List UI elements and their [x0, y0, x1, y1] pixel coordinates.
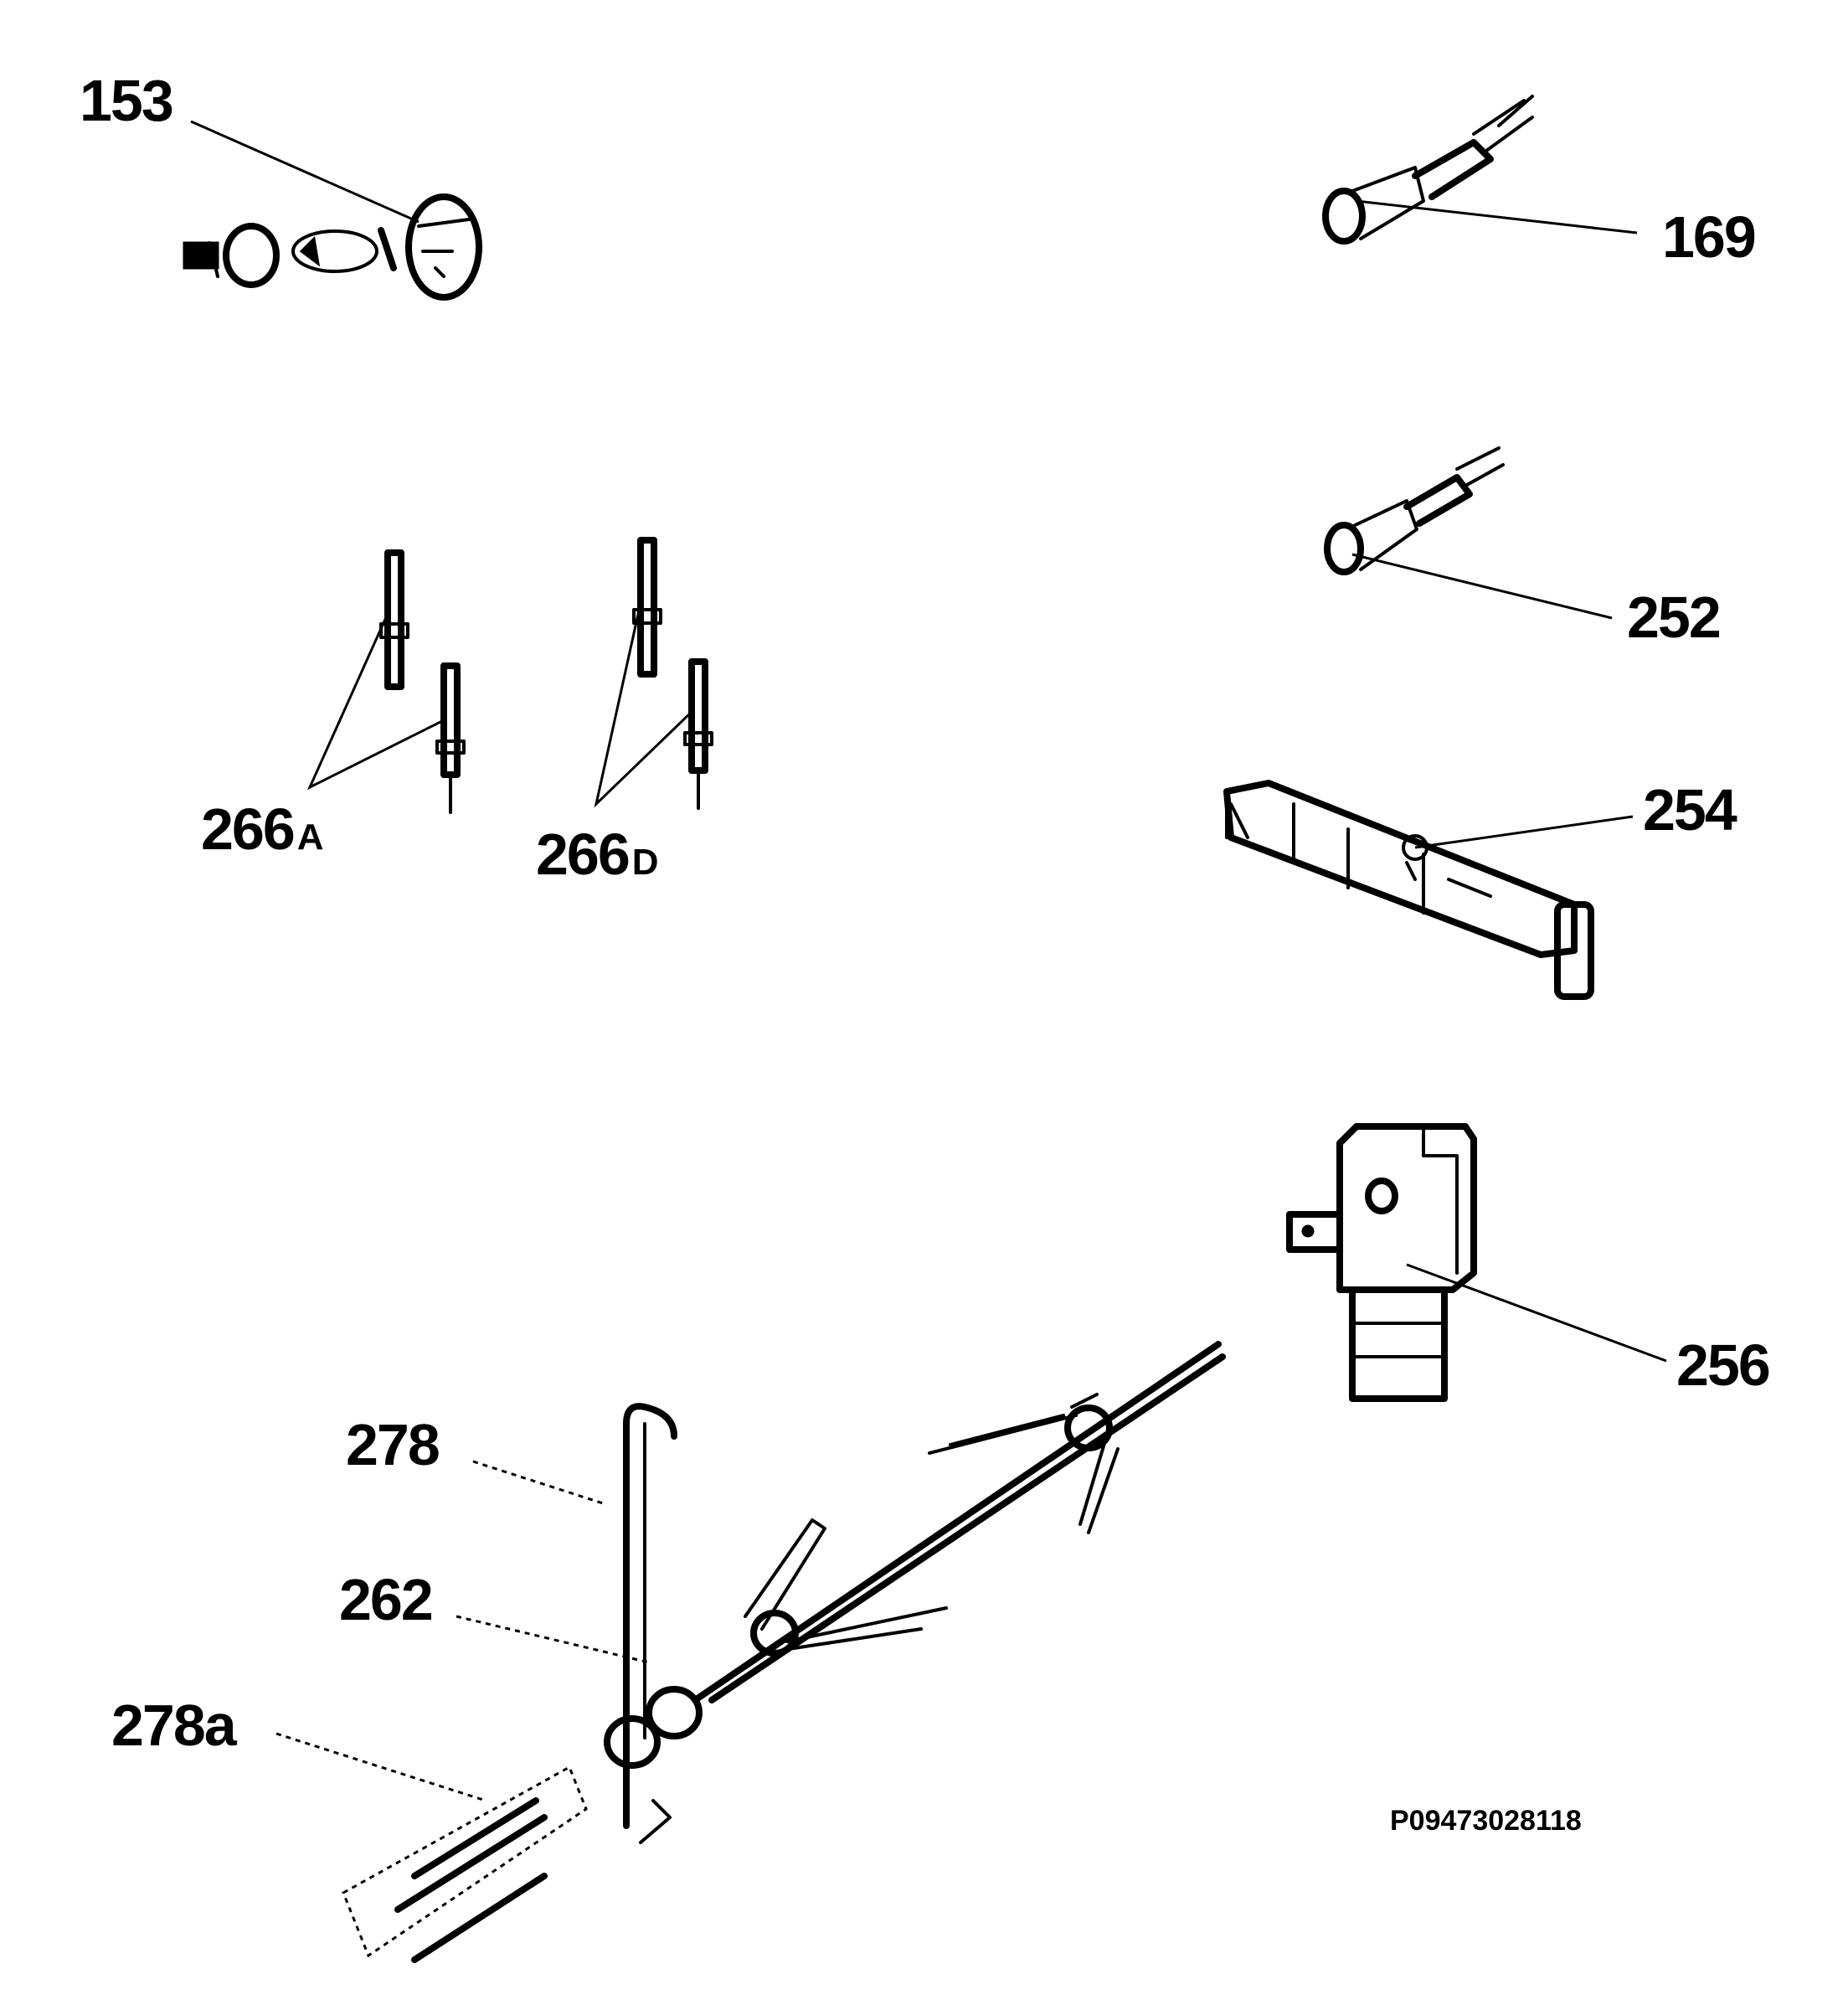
part-153-knob: [183, 193, 482, 301]
label-266A: 266A: [201, 796, 324, 862]
leader-278: [472, 1460, 604, 1505]
label-266A-suffix: A: [296, 817, 324, 858]
label-266D: 266D: [536, 822, 659, 887]
label-169: 169: [1662, 204, 1757, 270]
leader-153: [190, 120, 420, 224]
leader-256: [1406, 1263, 1667, 1363]
drawing-code: P09473028118: [1390, 1805, 1582, 1837]
leader-266D: [594, 602, 693, 808]
leader-278a: [275, 1732, 486, 1802]
label-256: 256: [1676, 1332, 1771, 1398]
label-262: 262: [339, 1567, 434, 1632]
part-278a-fork: [342, 1765, 588, 1963]
leader-262: [456, 1615, 650, 1664]
leader-169: [1356, 199, 1638, 234]
part-266A-electrodes: [379, 549, 466, 814]
leader-252: [1351, 553, 1613, 620]
label-278a: 278a: [111, 1693, 237, 1758]
part-266D-electrodes: [632, 537, 713, 810]
part-169-igniter-plug: [1322, 95, 1534, 245]
part-254-spark-generator: [1223, 780, 1594, 1000]
label-252: 252: [1627, 585, 1722, 650]
label-254: 254: [1643, 777, 1737, 843]
leader-266A: [306, 615, 445, 791]
part-278-thermocouple: [623, 1403, 677, 1844]
part-262-spit: [604, 1341, 1226, 1769]
label-278: 278: [346, 1412, 440, 1477]
label-153: 153: [80, 68, 174, 133]
part-256-valve: [1286, 1123, 1477, 1402]
part-252-plug: [1324, 446, 1505, 575]
leader-254: [1414, 815, 1634, 849]
label-266D-suffix: D: [631, 842, 659, 883]
